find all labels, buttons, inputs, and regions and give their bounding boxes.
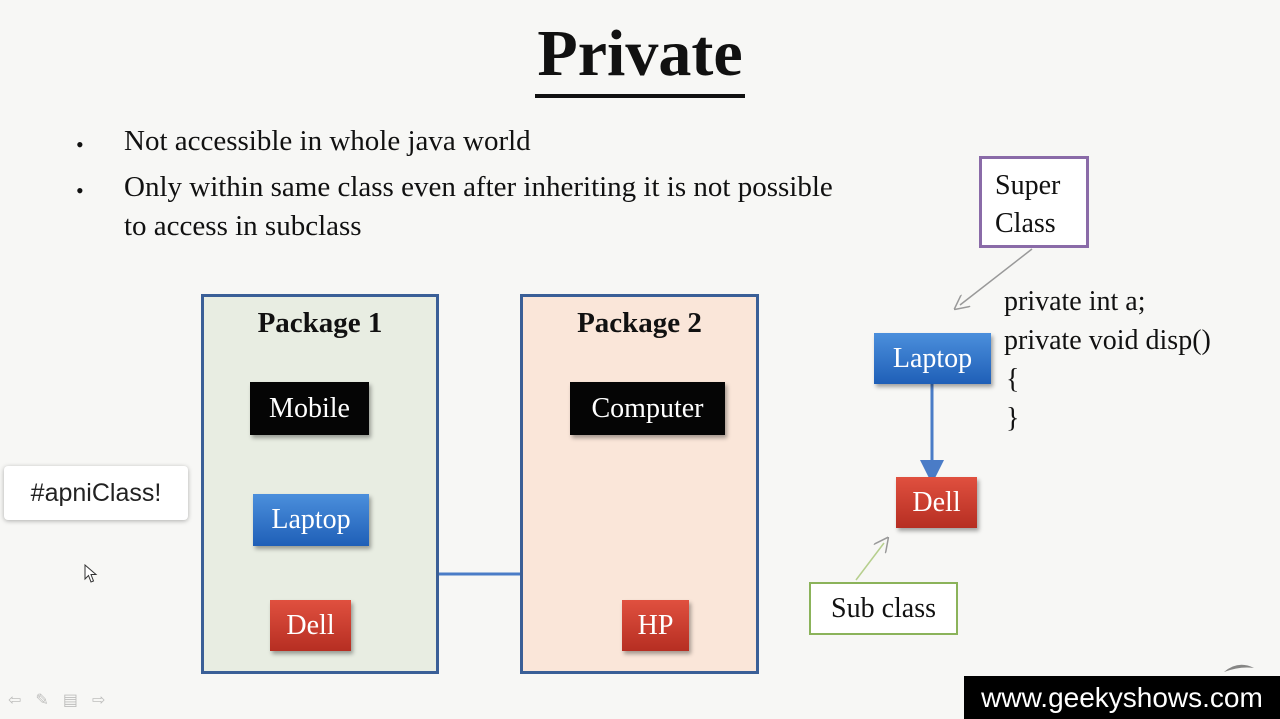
class-laptop-pkg1: Laptop: [253, 494, 369, 546]
class-mobile: Mobile: [250, 382, 369, 435]
pen-icon[interactable]: ✎: [35, 690, 49, 709]
slide-title: Private: [0, 14, 1280, 98]
hashtag-badge: #apniClass!: [4, 466, 188, 520]
package-2-title: Package 2: [577, 307, 702, 339]
next-slide-icon[interactable]: ⇨: [91, 690, 106, 709]
super-class-line2: Class: [995, 208, 1056, 239]
package-1-box: Package 1: [201, 294, 439, 674]
bullet-dot-1: •: [76, 132, 84, 157]
bullet-text-1: Not accessible in whole java world: [124, 125, 531, 157]
class-dell-pkg1: Dell: [270, 600, 351, 651]
super-class-pointer: [960, 248, 1033, 305]
class-hp: HP: [622, 600, 689, 651]
bullet-text-3: to access in subclass: [124, 210, 362, 242]
bullet-dot-2: •: [76, 178, 84, 203]
code-line-4: }: [1006, 403, 1020, 434]
slideshow-controls[interactable]: ⇦ ✎ ▤ ⇨: [8, 690, 105, 709]
super-class-line1: Super: [995, 170, 1061, 201]
code-line-3: {: [1006, 364, 1020, 395]
website-watermark: www.geekyshows.com: [964, 676, 1280, 719]
bullet-text-2: Only within same class even after inheri…: [124, 171, 833, 203]
code-line-2: private void disp(): [1004, 325, 1211, 356]
class-laptop-example: Laptop: [874, 333, 991, 384]
package-1-title: Package 1: [257, 307, 383, 339]
menu-icon[interactable]: ▤: [62, 690, 78, 709]
sub-class-pointer: [855, 543, 884, 581]
super-class-label: Super Class: [979, 156, 1089, 248]
slide-title-text: Private: [535, 14, 745, 98]
class-dell-example: Dell: [896, 477, 977, 528]
mouse-cursor-icon: [84, 564, 98, 583]
sub-class-label: Sub class: [809, 582, 958, 635]
logo-mark-icon: [1224, 664, 1254, 672]
class-computer: Computer: [570, 382, 725, 435]
code-line-1: private int a;: [1004, 286, 1146, 317]
prev-slide-icon[interactable]: ⇦: [8, 690, 22, 709]
